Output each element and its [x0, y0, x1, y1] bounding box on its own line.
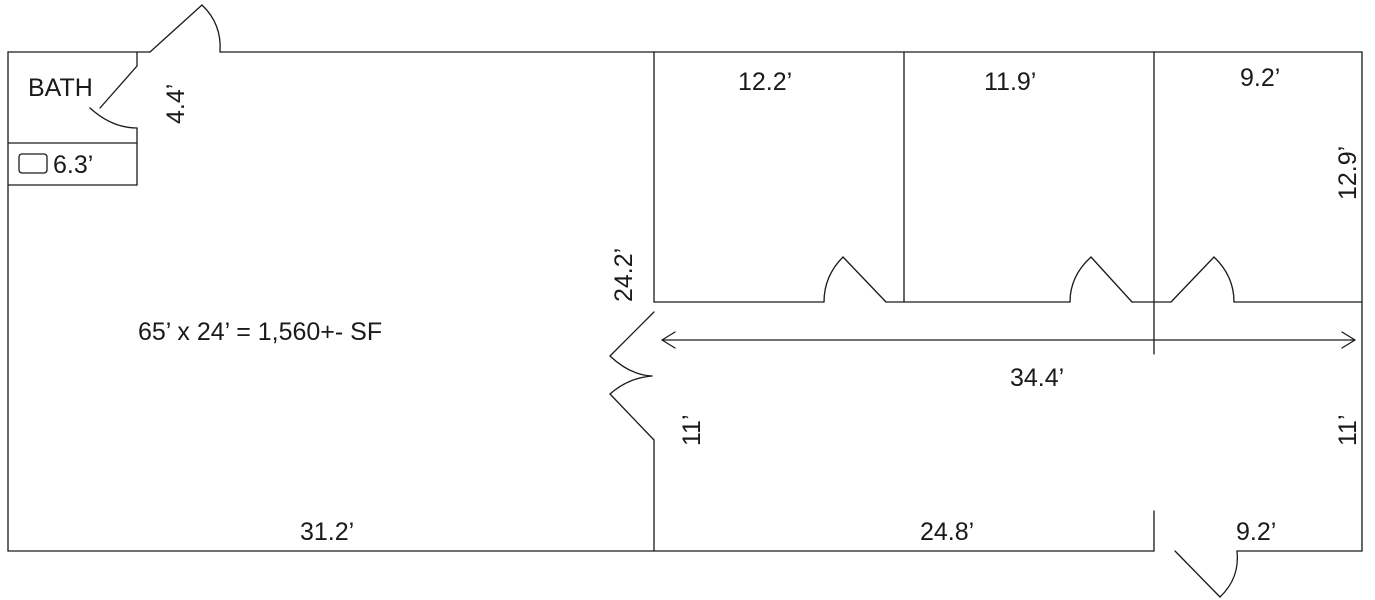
bath-door-arc: [89, 107, 138, 129]
outer-walls: [7, 51, 1363, 552]
bottom-door-arc: [1219, 550, 1239, 598]
hall-length: 34.4’: [1010, 364, 1064, 392]
partition-door-leaf-top: [609, 311, 655, 357]
room3-door-arc: [1213, 256, 1235, 303]
office-rooms: [653, 51, 1363, 303]
bottom-mid-width: 24.8’: [920, 518, 974, 546]
room1-width: 12.2’: [738, 68, 792, 96]
room1-door-arc: [823, 256, 844, 303]
room3-depth: 12.9’: [1334, 146, 1362, 200]
partition-door-arc-bottom: [609, 375, 653, 395]
room2-width: 11.9’: [984, 68, 1036, 96]
bath-door-dimension: 4.4’: [162, 84, 190, 124]
bath-area: [7, 51, 138, 186]
partition-door-arc-top: [609, 355, 653, 377]
hall-dimension-line: [661, 331, 1356, 349]
partition-depth: 24.2’: [610, 248, 638, 302]
bottom-left-width: 31.2’: [300, 518, 354, 546]
top-entry-door: [149, 4, 221, 53]
labels: BATH 4.4’ 6.3’ 65’ x 24’ = 1,560+- SF 12…: [28, 64, 1362, 546]
bottom-right-width: 9.2’: [1236, 518, 1276, 546]
total-area-label: 65’ x 24’ = 1,560+- SF: [138, 318, 382, 346]
closet-fixture-icon: [18, 153, 48, 174]
closet-dimension: 6.3’: [53, 151, 93, 179]
top-door-leaf: [149, 4, 203, 53]
hall-depth-right: 11’: [1334, 414, 1362, 446]
room2-door-leaf: [1090, 256, 1133, 303]
bottom-right-area: [1153, 301, 1239, 598]
partition-door-leaf-bottom: [609, 393, 655, 441]
hall-arrow-right: [1341, 331, 1356, 349]
central-partition: [609, 51, 655, 552]
bottom-door-leaf: [1174, 550, 1221, 598]
bath-label: BATH: [28, 74, 93, 102]
room3-door-leaf: [1170, 256, 1215, 303]
hall-depth-left: 11’: [678, 414, 706, 446]
room2-door-arc: [1069, 256, 1092, 303]
top-door-arc: [201, 4, 221, 53]
room3-width: 9.2’: [1240, 64, 1280, 92]
hall-arrow-left: [661, 331, 676, 349]
room1-door-leaf: [842, 256, 887, 303]
bath-door-leaf: [99, 65, 138, 109]
